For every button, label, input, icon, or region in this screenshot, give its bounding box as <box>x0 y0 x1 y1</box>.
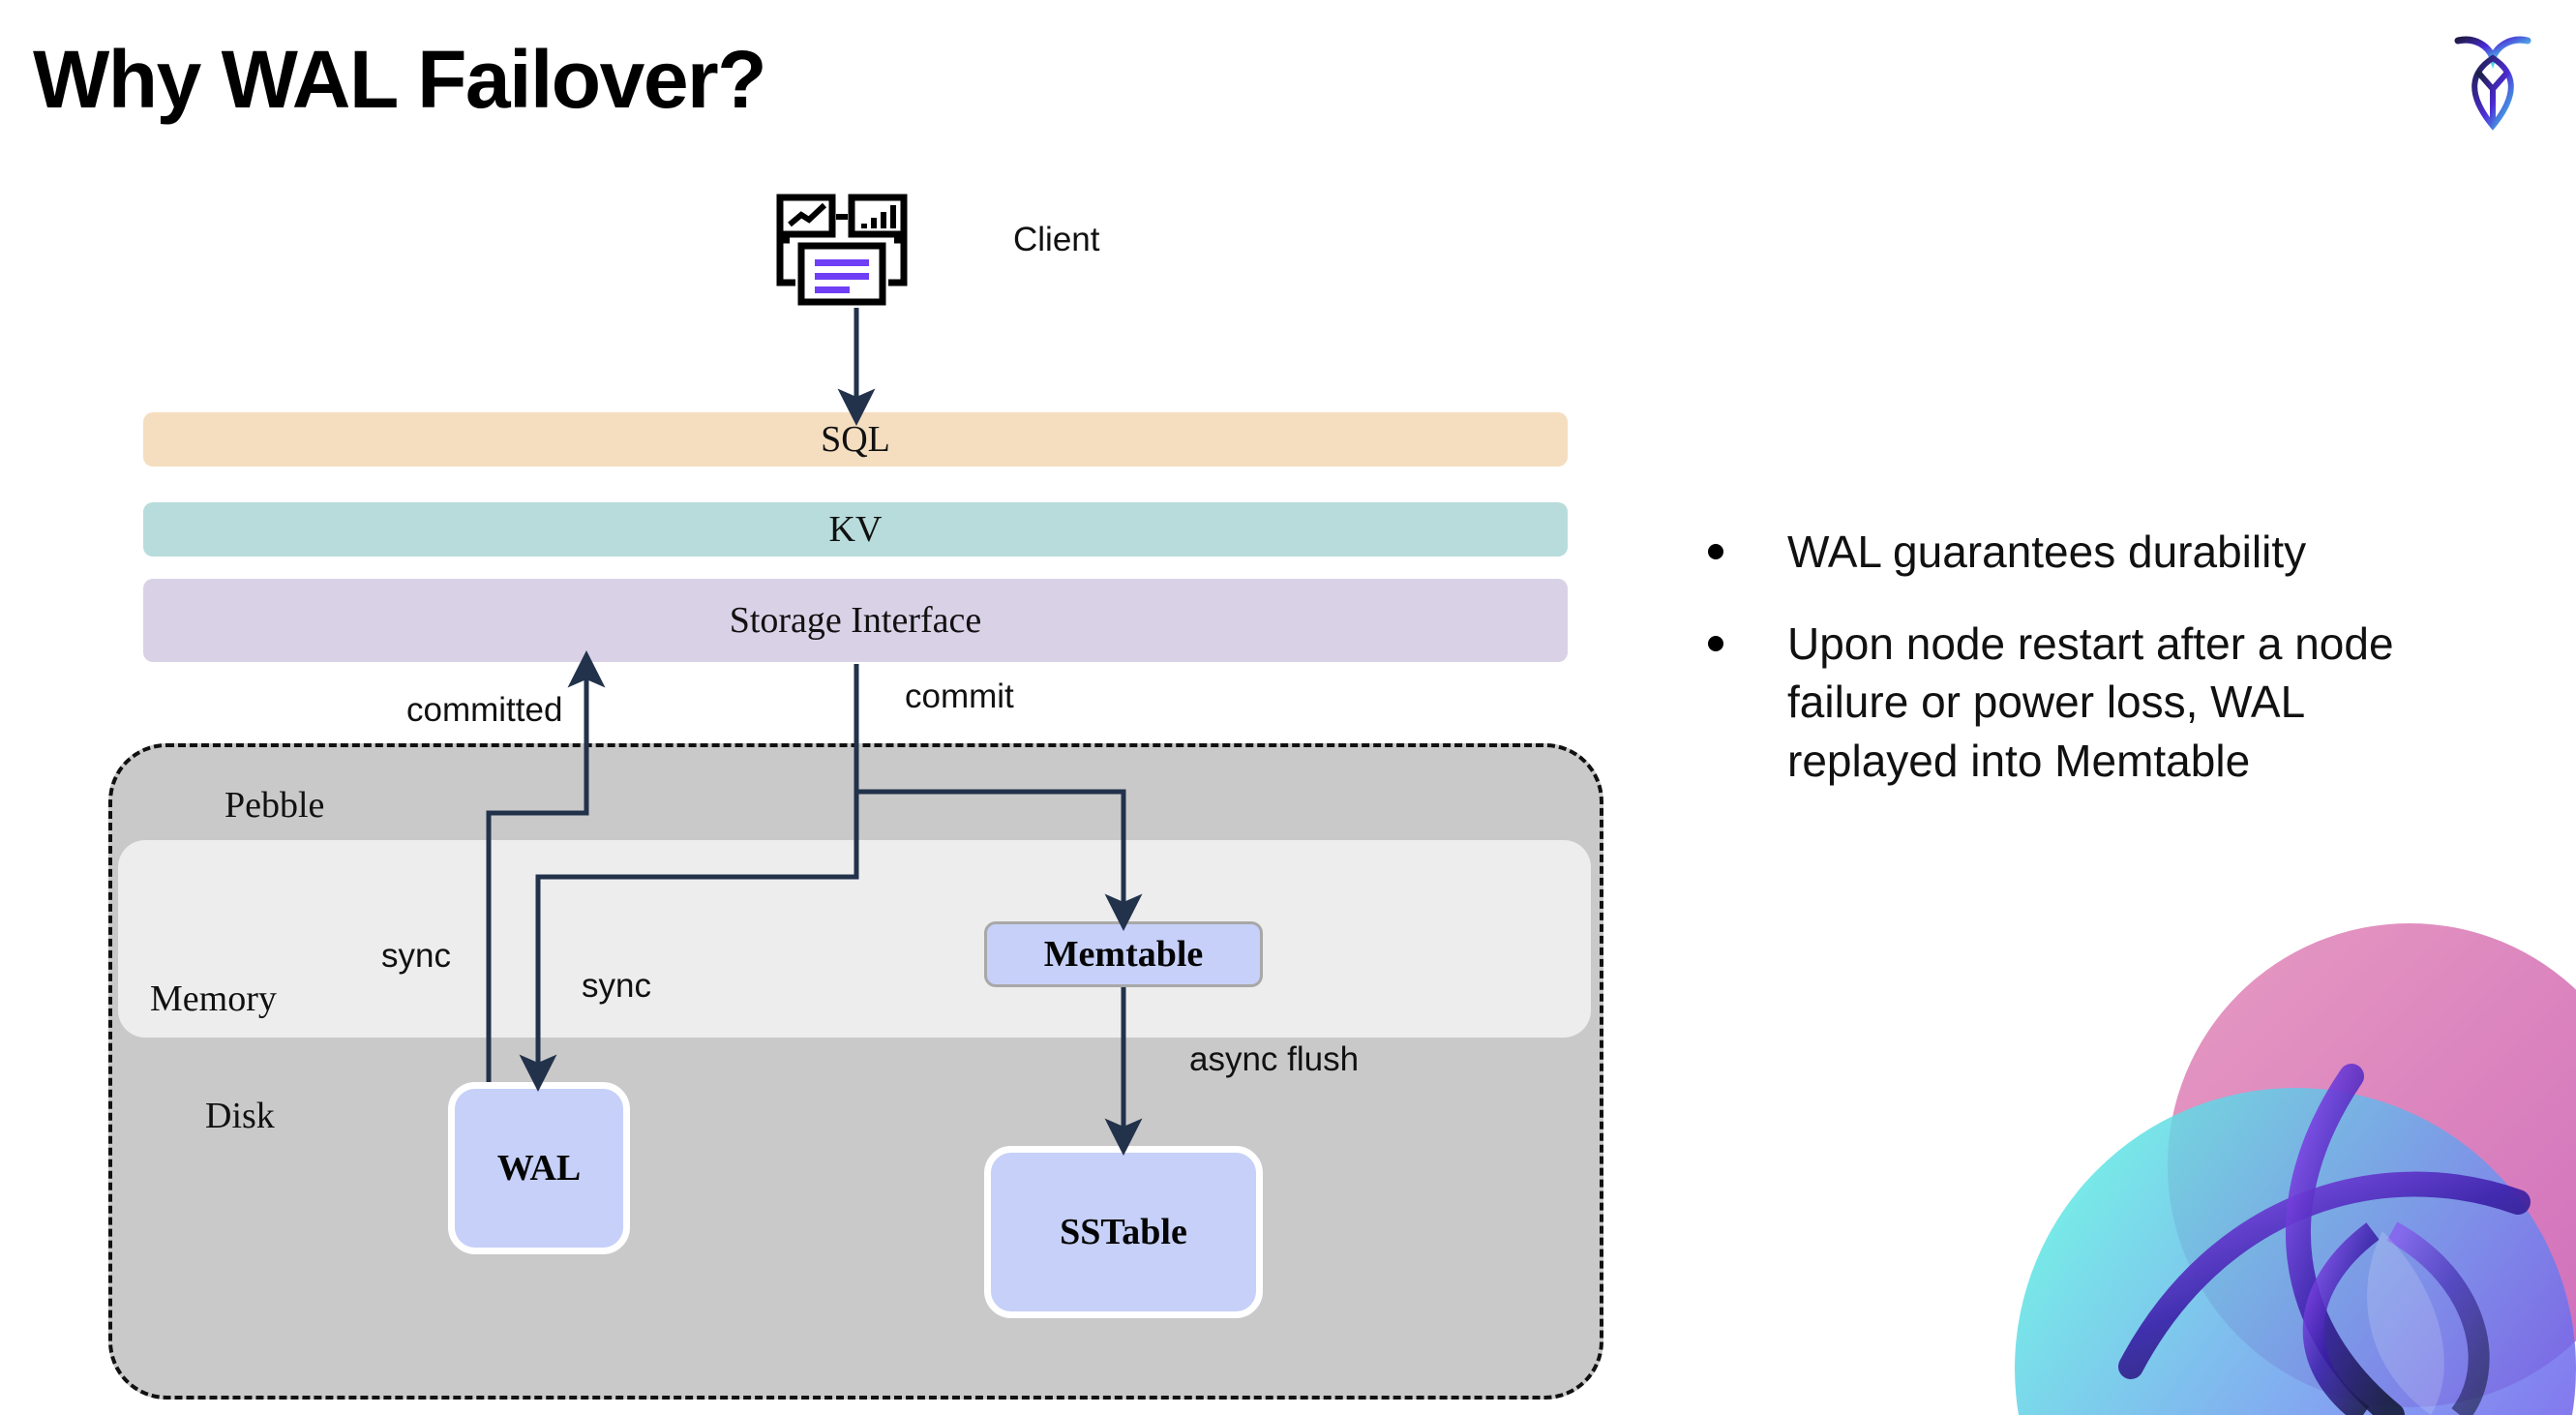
list-item: Upon node restart after a node failure o… <box>1708 615 2482 791</box>
node-wal: WAL <box>448 1082 630 1254</box>
bullet-text: WAL guarantees durability <box>1787 527 2307 577</box>
bullet-dot-icon <box>1708 544 1723 559</box>
edge-label-commit: commit <box>905 677 1014 715</box>
node-label-wal: WAL <box>496 1148 582 1189</box>
memory-region <box>118 840 1591 1038</box>
bullet-list: WAL guarantees durability Upon node rest… <box>1708 523 2482 824</box>
layer-label-sql: SQL <box>821 419 890 460</box>
edge-label-sync-1: sync <box>381 937 451 975</box>
bullet-text: Upon node restart after a node failure o… <box>1787 617 2394 787</box>
node-label-memtable: Memtable <box>1043 934 1204 975</box>
node-memtable: Memtable <box>984 921 1263 987</box>
disk-label: Disk <box>205 1096 275 1136</box>
cockroach-watermark-icon <box>1976 912 2576 1415</box>
layer-label-kv: KV <box>828 509 883 550</box>
client-label: Client <box>1013 221 1100 258</box>
bullet-dot-icon <box>1708 635 1723 651</box>
list-item: WAL guarantees durability <box>1708 523 2482 582</box>
layer-bar-storage-interface: Storage Interface <box>143 579 1568 662</box>
pebble-label: Pebble <box>225 785 325 826</box>
client-dashboard-icon <box>774 194 929 310</box>
node-sstable: SSTable <box>984 1146 1263 1318</box>
node-label-sstable: SSTable <box>1060 1212 1187 1252</box>
page-title: Why WAL Failover? <box>33 34 767 125</box>
memory-label: Memory <box>150 978 277 1019</box>
edge-label-sync-2: sync <box>582 967 651 1005</box>
layer-bar-kv: KV <box>143 502 1568 557</box>
edge-label-async-flush: async flush <box>1189 1040 1360 1078</box>
layer-label-storage-interface: Storage Interface <box>729 600 982 641</box>
layer-bar-sql: SQL <box>143 412 1568 467</box>
edge-label-committed: committed <box>406 691 563 729</box>
cockroach-logo-icon <box>2446 25 2539 134</box>
